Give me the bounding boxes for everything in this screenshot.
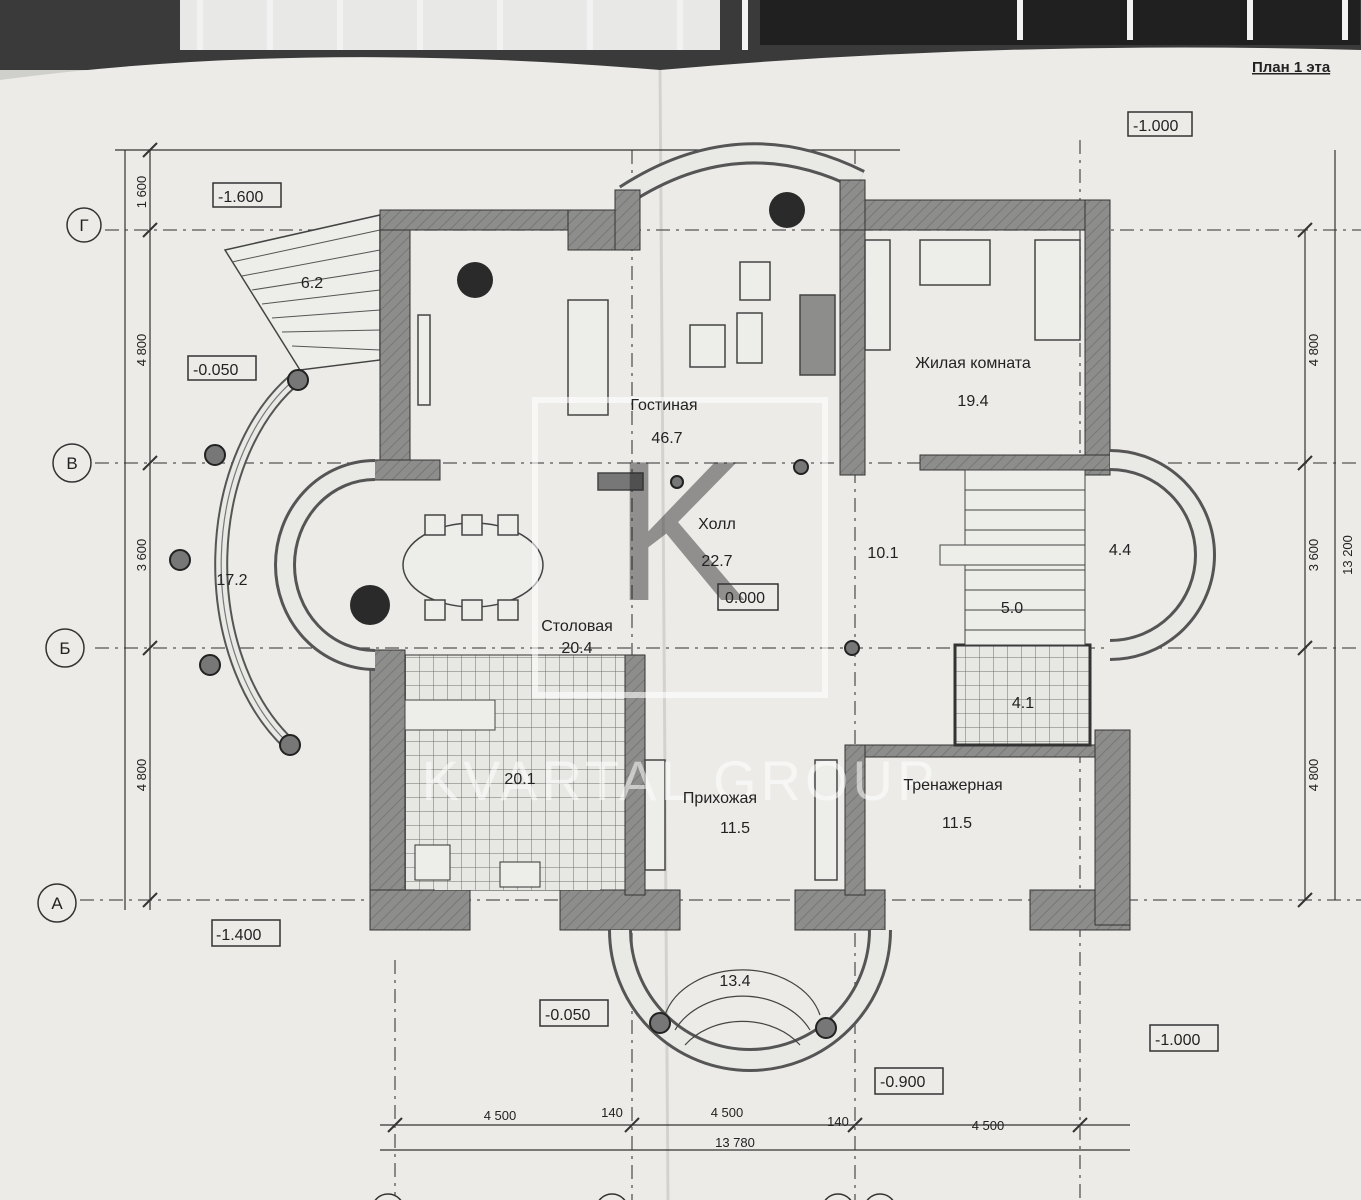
living-room-area: 46.7	[651, 430, 682, 447]
living-room-name: Гостиная	[630, 397, 697, 414]
level-marks: -1.000 -1.600 -0.050 0.000 -1.400 -0.050…	[187, 111, 1219, 1095]
walls	[169, 142, 1216, 1072]
sheet-title: План 1 эта	[1252, 59, 1331, 76]
kitchen-area: 20.1	[504, 771, 535, 788]
dining-room-area: 20.4	[561, 640, 592, 657]
porch-area: 13.4	[719, 973, 750, 990]
bedroom-area: 19.4	[957, 393, 988, 410]
foyer-area: 11.5	[720, 820, 750, 837]
dim-right-1: 4 800	[1306, 334, 1321, 367]
axis-row-v: В	[66, 454, 77, 473]
gym-area: 11.5	[942, 815, 972, 832]
wc-area: 4.1	[1012, 695, 1034, 712]
watermark-letter: K	[613, 420, 746, 643]
level-bottom-left: -1.400	[216, 927, 261, 944]
watermark: K KVARTAL GROUP	[422, 397, 939, 812]
dim-bottom-4: 140	[827, 1114, 849, 1129]
dim-right-2: 3 600	[1306, 539, 1321, 572]
watermark-text: KVARTAL GROUP	[422, 749, 939, 812]
level-entrance-porch: -0.050	[545, 1007, 590, 1024]
gym-name: Тренажерная	[903, 777, 1002, 794]
dim-bottom-2: 140	[601, 1105, 623, 1120]
level-bottom-right: -1.000	[1155, 1032, 1200, 1049]
axis-markers	[37, 207, 102, 923]
level-top-right: -1.000	[1133, 118, 1178, 135]
dimension-lines	[115, 142, 1336, 1151]
level-bottom-center: -0.900	[880, 1074, 925, 1091]
room-labels: 6.2 17.2 Гостиная 46.7 Жилая комната 19.…	[216, 275, 1131, 990]
dim-right-total: 13 200	[1340, 535, 1355, 575]
dim-bottom-3: 4 500	[711, 1105, 744, 1120]
bedroom-name: Жилая комната	[915, 355, 1031, 372]
dim-bottom-5: 4 500	[972, 1118, 1005, 1133]
dining-room-name: Столовая	[541, 618, 613, 635]
corridor-area: 10.1	[867, 545, 898, 562]
dim-right-3: 4 800	[1306, 759, 1321, 792]
level-hall: 0.000	[725, 590, 765, 607]
terrace-area: 17.2	[216, 572, 247, 589]
dim-left-3: 3 600	[134, 539, 149, 572]
dim-left-2: 4 800	[134, 334, 149, 367]
bay-area: 4.4	[1109, 542, 1131, 559]
dim-bottom-1: 4 500	[484, 1108, 517, 1123]
axis-row-a: А	[51, 894, 63, 913]
stair-area: 5.0	[1001, 600, 1023, 617]
dim-left-4: 4 800	[134, 759, 149, 792]
hall-area: 22.7	[701, 553, 732, 570]
level-left-porch: -0.050	[193, 362, 238, 379]
column-axis-markers	[374, 1193, 894, 1200]
hall-name: Холл	[698, 516, 736, 533]
stairs-area: 6.2	[301, 275, 323, 292]
dim-left-1: 1 600	[134, 176, 149, 209]
axis-row-b: Б	[59, 639, 70, 658]
axis-row-g: Г	[79, 216, 88, 235]
foyer-name: Прихожая	[683, 790, 757, 807]
dimension-labels: 1 600 4 800 3 600 4 800 4 800 3 600 4 80…	[134, 176, 1355, 1150]
dim-bottom-total: 13 780	[715, 1135, 755, 1150]
level-top-left: -1.600	[218, 189, 263, 206]
